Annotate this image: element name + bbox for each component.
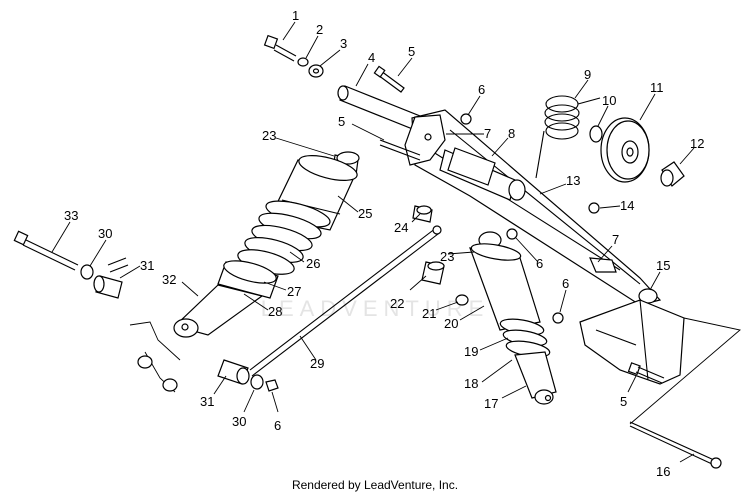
washer-part-30-left bbox=[80, 264, 94, 280]
pin-part-16 bbox=[629, 421, 722, 469]
spacer-part-31-lower bbox=[217, 359, 250, 385]
guide-lines bbox=[129, 317, 741, 425]
callout-5b: 5 bbox=[338, 114, 345, 129]
bolt-part-5-top bbox=[373, 65, 405, 93]
bolt-part-5-lower bbox=[627, 362, 665, 384]
callout-6a: 6 bbox=[478, 82, 485, 97]
callout-32: 32 bbox=[162, 272, 176, 287]
dust-boot-part-26 bbox=[237, 200, 331, 275]
pivot-tube-part-8 bbox=[439, 147, 526, 201]
callout-20: 20 bbox=[444, 316, 458, 331]
callout-1: 1 bbox=[292, 8, 299, 23]
callout-16: 16 bbox=[656, 464, 670, 479]
idler-wheel-part-11 bbox=[600, 117, 650, 183]
callouts: 1 2 3 4 5 6 7 8 9 10 11 12 13 14 7 15 5 … bbox=[51, 8, 704, 479]
nut-part-6-top bbox=[460, 113, 472, 125]
callout-5c: 5 bbox=[620, 394, 627, 409]
bushing-part-12 bbox=[660, 161, 685, 187]
callout-5a: 5 bbox=[408, 44, 415, 59]
callout-19: 19 bbox=[464, 344, 478, 359]
callout-9: 9 bbox=[584, 67, 591, 82]
callout-4: 4 bbox=[368, 50, 375, 65]
callout-14: 14 bbox=[620, 198, 634, 213]
callout-23b: 23 bbox=[440, 249, 454, 264]
callout-3: 3 bbox=[340, 36, 347, 51]
washer-part-10 bbox=[589, 125, 603, 143]
callout-6d: 6 bbox=[562, 276, 569, 291]
callout-11: 11 bbox=[650, 80, 664, 95]
shock-absorber-right bbox=[469, 231, 557, 405]
footer-credit: Rendered by LeadVenture, Inc. bbox=[291, 478, 459, 492]
callout-6c: 6 bbox=[536, 256, 543, 271]
callout-28: 28 bbox=[268, 304, 282, 319]
callout-29: 29 bbox=[310, 356, 324, 371]
washer-part-30-lower bbox=[250, 374, 264, 390]
callout-18: 18 bbox=[464, 376, 478, 391]
callout-31b: 31 bbox=[200, 394, 214, 409]
nut-part-6-right bbox=[506, 228, 518, 240]
bushing-part-22 bbox=[421, 261, 445, 285]
bolt-part-33 bbox=[13, 230, 79, 271]
callout-27: 27 bbox=[287, 284, 301, 299]
bracket-part-7 bbox=[404, 114, 446, 166]
callout-21: 21 bbox=[422, 306, 436, 321]
callout-12: 12 bbox=[690, 136, 704, 151]
washer-part-21 bbox=[455, 294, 469, 306]
callout-22: 22 bbox=[390, 296, 404, 311]
nut-part-14 bbox=[588, 202, 600, 214]
collar-part-27-28 bbox=[217, 260, 279, 299]
callout-8: 8 bbox=[508, 126, 515, 141]
callout-6b: 6 bbox=[274, 418, 281, 433]
callout-24: 24 bbox=[394, 220, 408, 235]
nut-part-6-lower bbox=[265, 379, 279, 392]
callout-30b: 30 bbox=[232, 414, 246, 429]
bolt-part-1 bbox=[263, 34, 297, 62]
callout-25: 25 bbox=[358, 206, 372, 221]
bolt-part-5-mid bbox=[379, 139, 421, 161]
callout-26: 26 bbox=[306, 256, 320, 271]
shock-body-part-32 bbox=[173, 284, 264, 338]
rod-part-29 bbox=[249, 225, 442, 377]
callout-10: 10 bbox=[602, 93, 616, 108]
callout-7a: 7 bbox=[484, 126, 491, 141]
callout-15: 15 bbox=[656, 258, 670, 273]
bushing-part-24 bbox=[412, 205, 433, 223]
callout-23a: 23 bbox=[262, 128, 276, 143]
nut-part-6-bracket bbox=[552, 312, 564, 324]
callout-33: 33 bbox=[64, 208, 78, 223]
torsion-spring-part-9 bbox=[535, 95, 601, 179]
callout-13: 13 bbox=[566, 173, 580, 188]
spacer-part-31-left bbox=[93, 257, 129, 299]
watermark: LEADVENTURE bbox=[260, 296, 490, 321]
shaft-part-4 bbox=[337, 85, 426, 133]
callout-30a: 30 bbox=[98, 226, 112, 241]
callout-2: 2 bbox=[316, 22, 323, 37]
callout-7b: 7 bbox=[612, 232, 619, 247]
washer-part-3 bbox=[308, 64, 324, 78]
callout-31a: 31 bbox=[140, 258, 154, 273]
washer-part-2 bbox=[297, 57, 309, 67]
mount-bracket-right bbox=[579, 299, 685, 385]
callout-17: 17 bbox=[484, 396, 498, 411]
